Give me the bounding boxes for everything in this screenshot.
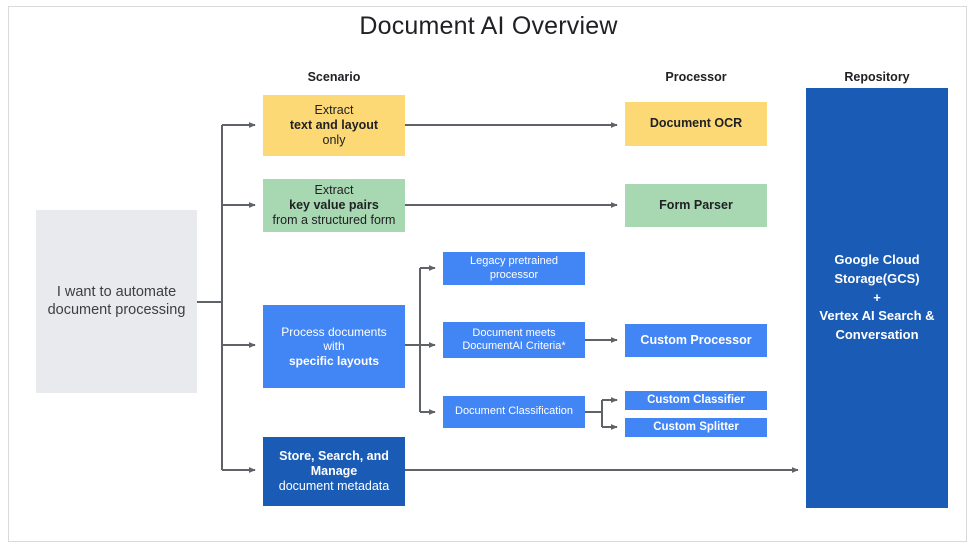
processor-custom-classifier[interactable]: Custom Classifier	[625, 391, 767, 410]
repository-line-1: Google Cloud	[834, 251, 920, 267]
repository-line-5: Conversation	[835, 327, 919, 343]
decision-legacy-pretrained-processor-label: Legacy pretrained processor	[469, 255, 559, 281]
scenario-extract-key-value[interactable]: Extract key value pairs from a structure…	[263, 179, 405, 232]
decision-document-classification-label: Document Classification	[455, 405, 573, 418]
page-title: Document AI Overview	[359, 12, 618, 40]
decision-legacy-pretrained-processor[interactable]: Legacy pretrained processor	[443, 252, 585, 285]
processor-custom-processor[interactable]: Custom Processor	[625, 324, 767, 357]
scenario-process-specific-layouts[interactable]: Process documents with specific layouts	[263, 305, 405, 388]
decision-document-meets-criteria-label: Document meets DocumentAI Criteria*	[462, 326, 566, 352]
repository-line-2: Storage(GCS)	[834, 270, 920, 286]
decision-document-classification[interactable]: Document Classification	[443, 396, 585, 428]
scenario-store-search-manage[interactable]: Store, Search, and Manage document metad…	[263, 437, 405, 506]
scenario-extract-text-layout-label: Extract text and layout only	[289, 102, 379, 148]
repository-line-4: Vertex AI Search &	[819, 308, 935, 324]
scenario-store-search-manage-label: Store, Search, and Manage document metad…	[278, 448, 390, 494]
scenario-extract-key-value-label: Extract key value pairs from a structure…	[272, 182, 396, 228]
input-box: I want to automate document processing	[36, 210, 197, 393]
processor-custom-classifier-label: Custom Classifier	[647, 394, 745, 407]
repository-line-3: +	[873, 289, 881, 305]
input-box-label: I want to automate document processing	[47, 283, 186, 318]
repository-box[interactable]: Google Cloud Storage(GCS) + Vertex AI Se…	[806, 88, 948, 508]
decision-document-meets-criteria[interactable]: Document meets DocumentAI Criteria*	[443, 322, 585, 358]
column-header-repository: Repository	[844, 70, 910, 84]
processor-document-ocr[interactable]: Document OCR	[625, 102, 767, 146]
scenario-process-specific-layouts-label: Process documents with specific layouts	[281, 324, 387, 368]
scenario-extract-text-layout[interactable]: Extract text and layout only	[263, 95, 405, 156]
column-header-scenario: Scenario	[307, 70, 361, 84]
processor-document-ocr-label: Document OCR	[649, 116, 743, 131]
processor-form-parser[interactable]: Form Parser	[625, 184, 767, 227]
column-header-processor: Processor	[665, 70, 727, 84]
processor-custom-processor-label: Custom Processor	[640, 332, 752, 347]
diagram-frame	[8, 6, 967, 542]
processor-custom-splitter[interactable]: Custom Splitter	[625, 418, 767, 437]
processor-form-parser-label: Form Parser	[659, 197, 733, 212]
processor-custom-splitter-label: Custom Splitter	[653, 421, 739, 434]
